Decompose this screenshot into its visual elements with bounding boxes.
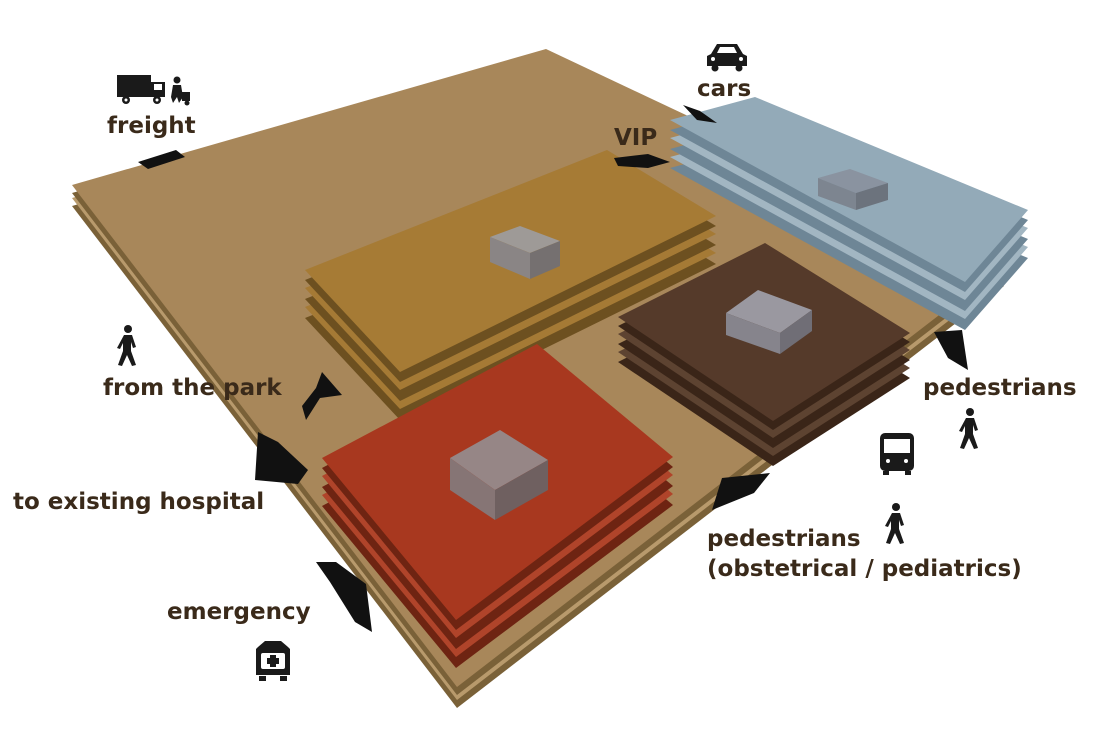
freight-label: freight: [107, 113, 196, 139]
orange-block-core: [490, 226, 560, 279]
pedestrian-icon-right: [959, 408, 978, 449]
truck-with-handcart-icon: [117, 75, 190, 106]
emergency-arrow: [316, 562, 372, 632]
pedestrians-bottom-label: pedestrians: [707, 526, 861, 552]
red-building-block: [322, 344, 673, 668]
brown-building-block: [618, 243, 910, 466]
blue-block-core: [818, 169, 888, 210]
pedestrians-bottom-sublabel: (obstetrical / pediatrics): [707, 556, 1022, 582]
pedestrians-bottom-arrow: [712, 473, 770, 510]
car-icon: [707, 44, 747, 72]
red-block-core: [450, 430, 548, 520]
vip-arrow: [614, 154, 670, 168]
park-arrow: [302, 372, 342, 420]
pedestrians-right-label: pedestrians: [923, 375, 1077, 401]
ambulance-icon: [256, 641, 290, 681]
brown-block-core: [726, 290, 812, 354]
from-the-park-label: from the park: [103, 375, 282, 401]
access-arrows: [138, 105, 968, 632]
pedestrian-icon-park: [117, 325, 136, 366]
pedestrian-icon-bottom: [885, 503, 904, 544]
bus-icon: [880, 433, 914, 475]
emergency-label: emergency: [167, 599, 311, 625]
to-existing-hospital-label: to existing hospital: [13, 489, 265, 515]
cars-label: cars: [697, 76, 752, 102]
hospital-arrow: [255, 432, 308, 484]
pedestrians-right-arrow: [934, 330, 968, 370]
blue-building-block: [670, 97, 1028, 330]
vip-label: VIP: [614, 125, 658, 151]
freight-arrow: [138, 150, 185, 169]
cars-arrow: [683, 105, 717, 123]
orange-building-block: [305, 150, 716, 420]
